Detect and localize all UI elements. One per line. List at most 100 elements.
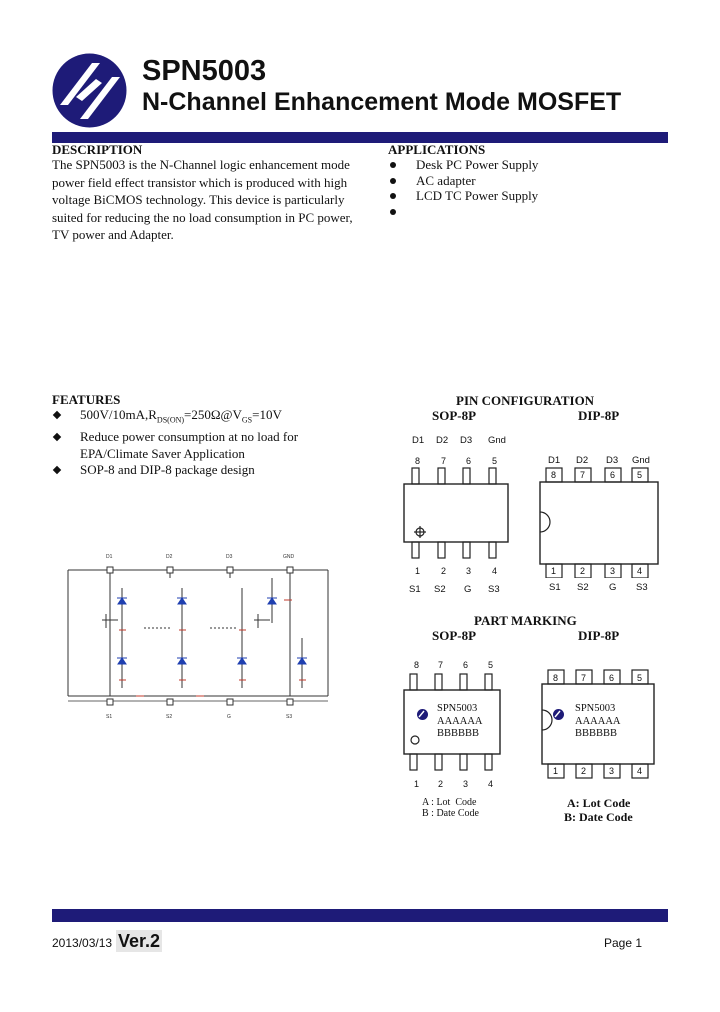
part-marking-heading: PART MARKING bbox=[474, 613, 577, 628]
pin-name: D3 bbox=[460, 435, 473, 446]
features-heading: FEATURES bbox=[52, 392, 121, 407]
document-subtitle: N-Channel Enhancement Mode MOSFET bbox=[142, 88, 622, 116]
circuit-schematic: D1 D2 D3 GND S1 S2 G S3 bbox=[60, 548, 335, 728]
marking-logo-icon bbox=[417, 709, 428, 720]
pin-number: 5 bbox=[637, 673, 643, 683]
bullet-diamond-icon bbox=[52, 410, 62, 420]
description-line: voltage BiCMOS technology. This device i… bbox=[52, 192, 345, 207]
pin-number: 4 bbox=[637, 566, 643, 576]
pin-name: Gnd bbox=[488, 435, 506, 446]
pin-name: S3 bbox=[488, 584, 500, 595]
pin-number: 8 bbox=[551, 470, 557, 480]
circuit-label-bottom: S3 bbox=[286, 714, 293, 720]
pin-name: Gnd bbox=[632, 455, 650, 466]
header-divider bbox=[52, 132, 668, 143]
pin-number: 7 bbox=[581, 673, 587, 683]
footer-page: Page 1 bbox=[604, 936, 643, 950]
marking-date-code: BBBBBB bbox=[575, 728, 618, 739]
pin-number: 2 bbox=[581, 766, 587, 776]
circuit-label-top: D3 bbox=[226, 554, 233, 560]
pin-config-heading: PIN CONFIGURATION bbox=[456, 393, 595, 408]
circuit-label-bottom: S2 bbox=[166, 714, 173, 720]
pin-name: G bbox=[464, 584, 472, 595]
description-text: The SPN5003 is the N-Channel logic enhan… bbox=[52, 156, 372, 244]
pin-number: 7 bbox=[580, 470, 586, 480]
description-line: power field effect transistor which is p… bbox=[52, 174, 348, 190]
sop-package-title: SOP-8P bbox=[432, 408, 477, 423]
sop8-pin-diagram: D1 D2 D3 Gnd 8 7 6 5 1 2 3 4 S1 S2 G S3 bbox=[400, 433, 515, 598]
bullet-diamond-icon bbox=[52, 432, 62, 442]
bullet-icon bbox=[390, 193, 396, 199]
marking-part-number: SPN5003 bbox=[437, 703, 478, 714]
pin-number: 6 bbox=[466, 456, 472, 466]
list-item: LCD TC Power Supply bbox=[388, 188, 668, 204]
pin-name: D1 bbox=[412, 435, 425, 446]
dip-package-title: DIP-8P bbox=[578, 408, 620, 423]
pin-number: 2 bbox=[441, 566, 447, 576]
pin-number: 3 bbox=[466, 566, 472, 576]
sop-legend-date: B : Date Code bbox=[422, 808, 479, 819]
pin-number: 6 bbox=[609, 673, 615, 683]
description-line: The SPN5003 is the N-Channel logic enhan… bbox=[52, 157, 350, 172]
pin-number: 1 bbox=[414, 779, 420, 789]
list-item: SOP-8 and DIP-8 package design bbox=[52, 462, 352, 479]
pin-number: 8 bbox=[415, 456, 421, 466]
pin-number: 2 bbox=[438, 779, 444, 789]
pin-number: 6 bbox=[463, 660, 469, 670]
list-item: 500V/10mA,RDS(ON)=250Ω@VGS=10V bbox=[52, 407, 352, 429]
bullet-diamond-icon bbox=[52, 465, 62, 475]
pin-name: D2 bbox=[576, 455, 589, 466]
pin-number: 8 bbox=[553, 673, 559, 683]
pin-number: 6 bbox=[610, 470, 616, 480]
pin-number: 4 bbox=[492, 566, 498, 576]
marking-part-number: SPN5003 bbox=[575, 703, 616, 714]
part-number-title: SPN5003 bbox=[142, 55, 267, 87]
pin-number: 2 bbox=[580, 566, 586, 576]
pin-number: 7 bbox=[438, 660, 444, 670]
marking-lot-code: AAAAAA bbox=[575, 716, 621, 727]
description-line: suited for reducing the no load consumpt… bbox=[52, 209, 353, 225]
footer-date: 2013/03/13 bbox=[52, 936, 113, 950]
pin-name: S1 bbox=[549, 582, 561, 593]
marking-date-code: BBBBBB bbox=[437, 728, 480, 739]
circuit-label-bottom: G bbox=[227, 714, 231, 720]
pin-number: 4 bbox=[637, 766, 643, 776]
list-item: Desk PC Power Supply bbox=[388, 157, 668, 173]
applications-heading: APPLICATIONS bbox=[388, 142, 486, 157]
pin-name: S3 bbox=[636, 582, 648, 593]
dip8-pin-diagram: D1 D2 D3 Gnd 8 7 6 5 1 2 3 4 S1 S2 G S3 bbox=[538, 452, 663, 597]
description-heading: DESCRIPTION bbox=[52, 142, 143, 157]
circuit-label-top: GND bbox=[283, 554, 295, 560]
footer-version: Ver.2 bbox=[116, 930, 163, 952]
pin-number: 7 bbox=[441, 456, 447, 466]
pin-name: G bbox=[609, 582, 617, 593]
list-item: Reduce power consumption at no load for bbox=[52, 429, 352, 446]
sop8-marking-diagram: 8 7 6 5 SPN5003 AAAAAA BBBBBB 1 2 3 4 A … bbox=[400, 658, 520, 828]
list-item: AC adapter bbox=[388, 173, 668, 189]
list-item bbox=[388, 204, 668, 220]
company-logo-icon bbox=[52, 53, 127, 128]
marking-logo-icon bbox=[553, 709, 564, 720]
pin-name: S2 bbox=[577, 582, 589, 593]
bullet-icon bbox=[390, 177, 396, 184]
features-list: 500V/10mA,RDS(ON)=250Ω@VGS=10V Reduce po… bbox=[52, 407, 352, 479]
description-line: TV power and Adapter. bbox=[52, 227, 174, 242]
pin-number: 3 bbox=[610, 566, 616, 576]
dip8-marking-diagram: 8 7 6 5 SPN5003 AAAAAA BBBBBB 1 2 3 4 A:… bbox=[538, 668, 663, 830]
sop-legend-lot: A : Lot Code bbox=[422, 797, 477, 808]
pin-name: D1 bbox=[548, 455, 561, 466]
bullet-icon bbox=[390, 162, 396, 168]
pin-number: 1 bbox=[415, 566, 421, 576]
pin-number: 1 bbox=[551, 566, 557, 576]
pin-number: 8 bbox=[414, 660, 420, 670]
circuit-label-bottom: S1 bbox=[106, 714, 113, 720]
dip-legend-lot: A: Lot Code bbox=[567, 796, 631, 810]
pin-name: D3 bbox=[606, 455, 619, 466]
dip-marking-title: DIP-8P bbox=[578, 628, 620, 643]
circuit-label-top: D2 bbox=[166, 554, 173, 560]
marking-lot-code: AAAAAA bbox=[437, 716, 483, 727]
dip-legend-date: B: Date Code bbox=[564, 810, 633, 824]
pin-number: 5 bbox=[488, 660, 494, 670]
pin-number: 5 bbox=[637, 470, 643, 480]
pin-number: 3 bbox=[609, 766, 615, 776]
